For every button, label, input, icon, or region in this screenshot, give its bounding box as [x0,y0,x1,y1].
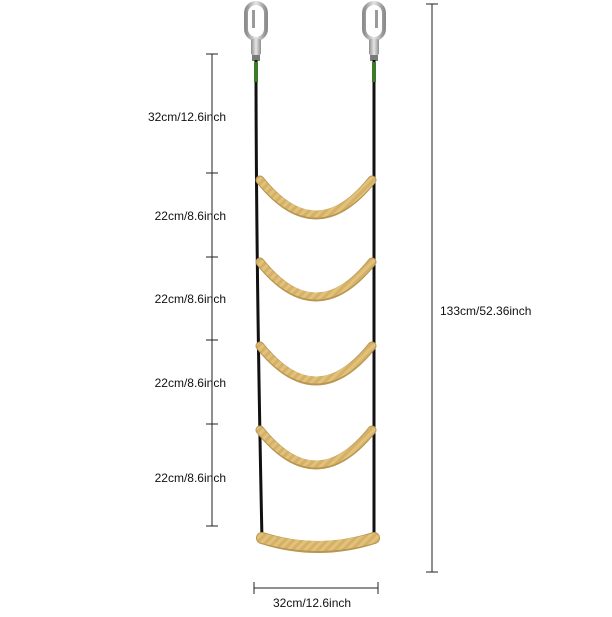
left-strap [254,59,264,541]
rung-5 [256,532,380,553]
left-dimension-line [206,53,218,527]
rung-gap-label-4: 22cm/8.6inch [154,471,226,485]
rung-3 [255,341,377,386]
total-height-label: 133cm/52.36inch [440,304,532,318]
rung-gap-label-1: 22cm/8.6inch [154,209,226,223]
width-dimension-line [253,582,379,594]
right-carabiner-icon [362,1,386,61]
left-carabiner-icon [244,1,268,61]
width-label: 32cm/12.6inch [273,596,352,610]
rung-2 [255,257,377,302]
rung-gap-label-2: 22cm/8.6inch [154,292,226,306]
rung-gap-label-3: 22cm/8.6inch [154,376,226,390]
total-height-dimension-line [426,3,438,573]
top-segment-label: 32cm/12.6inch [147,110,226,124]
rung-1 [255,175,377,220]
rung-4 [255,425,377,470]
